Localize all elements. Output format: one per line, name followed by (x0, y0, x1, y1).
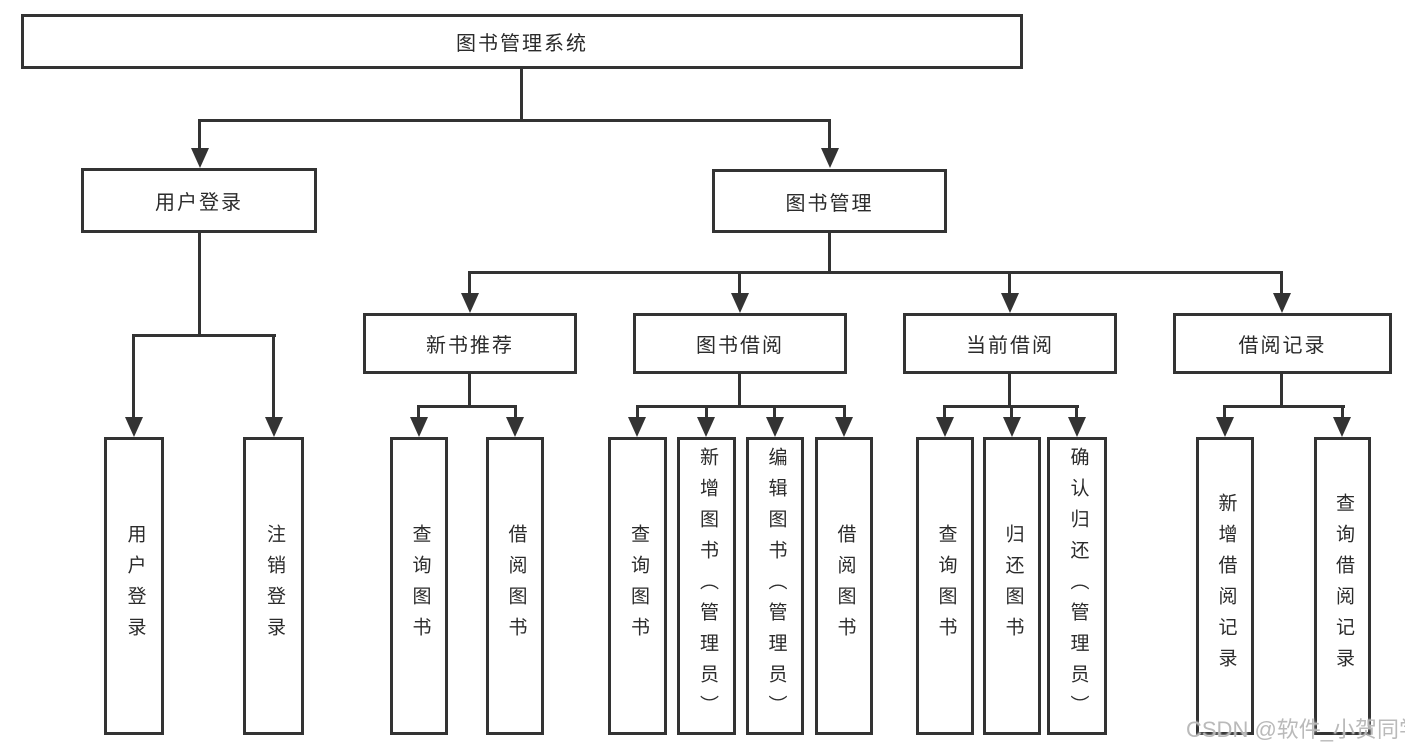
arrowhead-icon (1068, 417, 1086, 437)
arrowhead-icon (191, 148, 209, 168)
arrowhead-icon (835, 417, 853, 437)
leaf-logout-label: 注销登录 (263, 524, 285, 648)
arrowhead-icon (1001, 293, 1019, 313)
leaf-query-books-recommend-label: 查询图书 (409, 524, 431, 648)
node-book-management: 图书管理 (712, 169, 947, 233)
leaf-borrow-books-recommend-label: 借阅图书 (505, 524, 527, 648)
leaf-add-borrow-record: 新增借阅记录 (1196, 437, 1254, 735)
arrowhead-icon (410, 417, 428, 437)
connector-line (1341, 405, 1344, 419)
connector-line (132, 334, 135, 418)
leaf-borrow-books-borrowing-label: 借阅图书 (834, 524, 856, 648)
arrowhead-icon (936, 417, 954, 437)
leaf-query-books-current: 查询图书 (916, 437, 974, 735)
leaf-user-login-label: 用户登录 (124, 524, 146, 648)
connector-line (1280, 271, 1283, 295)
connector-line (773, 405, 776, 419)
connector-line (1008, 373, 1011, 408)
node-new-book-recommend: 新书推荐 (363, 313, 577, 374)
node-borrowing-records-label: 借阅记录 (1238, 335, 1327, 357)
leaf-query-books-borrowing: 查询图书 (608, 437, 667, 735)
csdn-watermark: CSDN @软件_小贺同学 (1186, 717, 1405, 742)
leaf-borrow-books-recommend: 借阅图书 (486, 437, 544, 735)
arrowhead-icon (125, 417, 143, 437)
leaf-borrow-books-borrowing: 借阅图书 (815, 437, 873, 735)
leaf-query-books-borrowing-label: 查询图书 (627, 524, 649, 648)
connector-line (469, 271, 1283, 274)
connector-line (828, 233, 831, 274)
connector-line (705, 405, 708, 419)
connector-line (468, 373, 471, 408)
leaf-confirm-return-admin-label: 确认归还（管理员） (1067, 446, 1089, 726)
node-current-borrowing: 当前借阅 (903, 313, 1117, 374)
connector-line (520, 69, 523, 122)
connector-line (417, 405, 517, 408)
arrowhead-icon (461, 293, 479, 313)
connector-line (132, 334, 276, 337)
node-library-system: 图书管理系统 (21, 14, 1023, 69)
node-book-borrowing-label: 图书借阅 (696, 335, 784, 357)
connector-line (198, 233, 201, 337)
arrowhead-icon (265, 417, 283, 437)
arrowhead-icon (1003, 417, 1021, 437)
leaf-logout: 注销登录 (243, 437, 304, 735)
connector-line (1280, 373, 1283, 408)
connector-line (198, 119, 201, 151)
arrowhead-icon (628, 417, 646, 437)
connector-line (828, 119, 831, 151)
node-user-login-label: 用户登录 (155, 192, 243, 214)
node-borrowing-records: 借阅记录 (1173, 313, 1392, 374)
connector-line (198, 119, 831, 122)
node-library-system-label: 图书管理系统 (456, 33, 588, 55)
arrowhead-icon (697, 417, 715, 437)
arrowhead-icon (1216, 417, 1234, 437)
connector-line (1223, 405, 1226, 419)
arrowhead-icon (821, 148, 839, 168)
connector-line (1010, 405, 1013, 419)
leaf-edit-book-admin-label: 编辑图书（管理员） (765, 446, 787, 726)
arrowhead-icon (506, 417, 524, 437)
connector-line (636, 405, 639, 419)
leaf-add-borrow-record-label: 新增借阅记录 (1215, 493, 1237, 679)
leaf-query-books-current-label: 查询图书 (935, 524, 957, 648)
connector-line (272, 334, 275, 418)
leaf-query-borrow-record: 查询借阅记录 (1314, 437, 1371, 735)
connector-line (943, 405, 946, 419)
connector-line (1223, 405, 1345, 408)
leaf-query-books-recommend: 查询图书 (390, 437, 448, 735)
leaf-edit-book-admin: 编辑图书（管理员） (746, 437, 804, 735)
leaf-confirm-return-admin: 确认归还（管理员） (1047, 437, 1107, 735)
connector-line (738, 271, 741, 295)
connector-line (636, 405, 846, 408)
node-current-borrowing-label: 当前借阅 (966, 335, 1054, 357)
leaf-return-books: 归还图书 (983, 437, 1041, 735)
node-new-book-recommend-label: 新书推荐 (426, 335, 514, 357)
connector-line (843, 405, 846, 419)
leaf-add-book-admin: 新增图书（管理员） (677, 437, 736, 735)
leaf-return-books-label: 归还图书 (1002, 524, 1024, 648)
connector-line (417, 405, 420, 419)
leaf-add-book-admin-label: 新增图书（管理员） (696, 446, 718, 726)
node-book-borrowing: 图书借阅 (633, 313, 847, 374)
leaf-query-borrow-record-label: 查询借阅记录 (1332, 493, 1354, 679)
arrowhead-icon (766, 417, 784, 437)
connector-line (514, 405, 517, 419)
node-user-login: 用户登录 (81, 168, 317, 233)
node-book-management-label: 图书管理 (785, 192, 874, 215)
arrowhead-icon (731, 293, 749, 313)
connector-line (738, 373, 741, 408)
arrowhead-icon (1333, 417, 1351, 437)
connector-line (1008, 271, 1011, 295)
leaf-user-login: 用户登录 (104, 437, 164, 735)
arrowhead-icon (1273, 293, 1291, 313)
connector-line (468, 271, 471, 295)
connector-line (1075, 405, 1078, 419)
